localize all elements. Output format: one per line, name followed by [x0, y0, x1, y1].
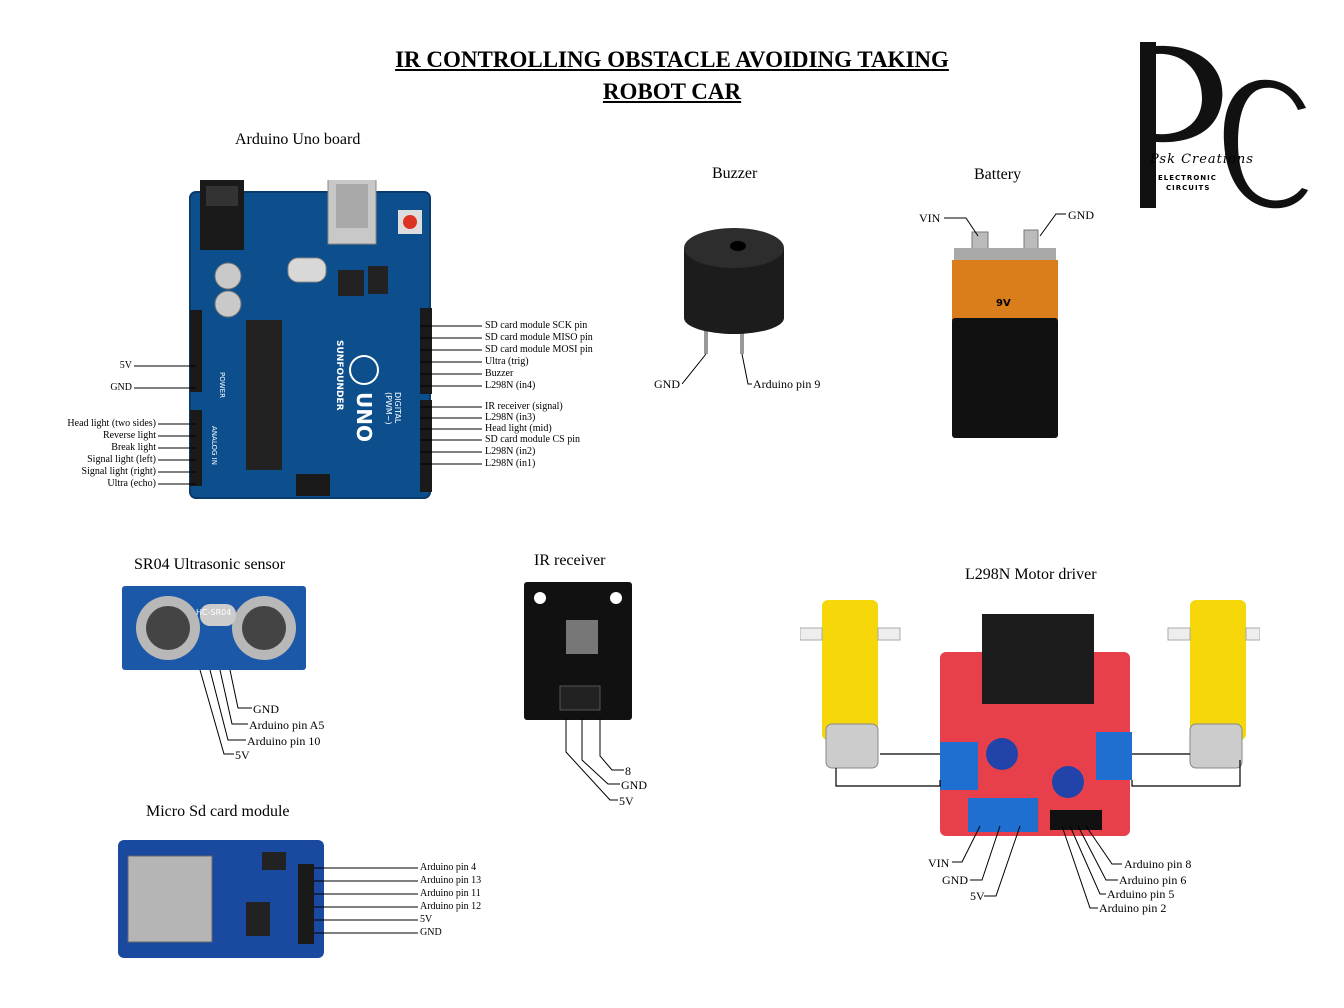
sd-label-gnd: GND — [420, 927, 442, 939]
l298n-label-5v: 5V — [970, 889, 985, 903]
arduino-label-buzzer: Buzzer — [485, 368, 513, 380]
arduino-label-in1: L298N (in1) — [485, 458, 535, 470]
l298n-label-vin: VIN — [928, 856, 949, 870]
arduino-label-sd-cs: SD card module CS pin — [485, 434, 580, 446]
sd-label-pin12: Arduino pin 12 — [420, 901, 481, 913]
battery-label-gnd: GND — [1068, 208, 1094, 222]
arduino-label-in2: L298N (in2) — [485, 446, 535, 458]
l298n-label-pin6: Arduino pin 6 — [1119, 873, 1186, 887]
ultrasonic-label-a5: Arduino pin A5 — [249, 718, 324, 732]
ultrasonic-label-5v: 5V — [235, 748, 250, 762]
arduino-label-miso: SD card module MISO pin — [485, 332, 593, 344]
arduino-label-ultra-echo: Ultra (echo) — [40, 478, 156, 490]
ultrasonic-label-pin10: Arduino pin 10 — [247, 734, 320, 748]
buzzer-label-pin9: Arduino pin 9 — [753, 377, 820, 391]
arduino-label-5v: 5V — [60, 360, 132, 372]
l298n-label-pin2: Arduino pin 2 — [1099, 901, 1166, 915]
l298n-label-pin8: Arduino pin 8 — [1124, 857, 1191, 871]
ir-label-8: 8 — [625, 764, 631, 778]
l298n-label-gnd: GND — [942, 873, 968, 887]
sd-label-pin4: Arduino pin 4 — [420, 862, 476, 874]
sd-label-pin11: Arduino pin 11 — [420, 888, 481, 900]
arduino-label-break-light: Break light — [40, 442, 156, 454]
sd-label-5v: 5V — [420, 914, 432, 926]
arduino-label-ultra-trig: Ultra (trig) — [485, 356, 529, 368]
arduino-label-mosi: SD card module MOSI pin — [485, 344, 593, 356]
ir-label-gnd: GND — [621, 778, 647, 792]
ir-label-5v: 5V — [619, 794, 634, 808]
arduino-label-sck: SD card module SCK pin — [485, 320, 587, 332]
arduino-label-signal-left: Signal light (left) — [40, 454, 156, 466]
arduino-label-headlight-sides: Head light (two sides) — [40, 418, 156, 430]
arduino-label-gnd: GND — [60, 382, 132, 394]
sd-label-pin13: Arduino pin 13 — [420, 875, 481, 887]
arduino-label-in4: L298N (in4) — [485, 380, 535, 392]
battery-label-vin: VIN — [919, 211, 940, 225]
arduino-label-signal-right: Signal light (right) — [40, 466, 156, 478]
ultrasonic-label-gnd: GND — [253, 702, 279, 716]
arduino-label-reverse-light: Reverse light — [40, 430, 156, 442]
l298n-label-pin5: Arduino pin 5 — [1107, 887, 1174, 901]
buzzer-label-gnd: GND — [654, 377, 680, 391]
